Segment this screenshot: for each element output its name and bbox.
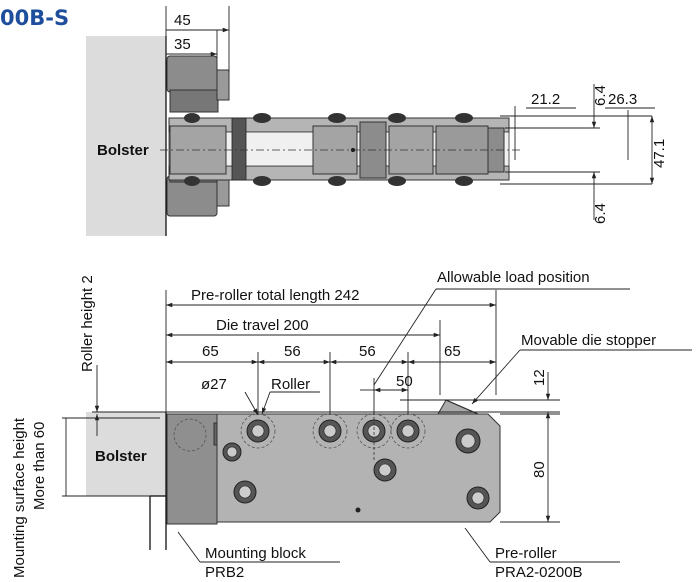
dim-65-left: 65 bbox=[202, 343, 219, 360]
product-title: 00B-S bbox=[0, 6, 70, 30]
dim-12: 12 bbox=[531, 369, 548, 386]
mounting-block-label: Mounting block bbox=[205, 545, 306, 562]
dim-6-4-top: 6.4 bbox=[592, 85, 609, 106]
mounting-block-side bbox=[166, 413, 218, 525]
rollers-side bbox=[222, 413, 490, 513]
dim-45: 45 bbox=[174, 12, 191, 29]
top-view: 45 35 21.2 6.4 26.3 47.1 6.4 bbox=[86, 6, 668, 236]
roller-label: Roller bbox=[271, 376, 310, 393]
dim-80: 80 bbox=[531, 461, 548, 478]
dim-50: 50 bbox=[396, 373, 413, 390]
bolster-label-side: Bolster bbox=[95, 448, 147, 465]
dim-56-b: 56 bbox=[359, 343, 376, 360]
mounting-height-label: Mounting surface height bbox=[11, 417, 28, 578]
mounting-height-min: More than 60 bbox=[31, 422, 48, 510]
pre-roller-model: PRA2-0200B bbox=[495, 564, 583, 581]
dim-21-2: 21.2 bbox=[531, 91, 560, 108]
movable-stopper-label: Movable die stopper bbox=[521, 332, 656, 349]
side-view bbox=[62, 288, 692, 563]
dim-26-3: 26.3 bbox=[608, 91, 637, 108]
total-length-label: Pre-roller total length 242 bbox=[191, 287, 359, 304]
pre-roller-label: Pre-roller bbox=[495, 545, 557, 562]
dim-6-4-bottom: 6.4 bbox=[592, 203, 609, 224]
bolster-block-side bbox=[86, 412, 166, 496]
allowable-load-label: Allowable load position bbox=[437, 269, 590, 286]
die-travel-label: Die travel 200 bbox=[216, 317, 309, 334]
dim-65-right: 65 bbox=[444, 343, 461, 360]
bolster-label-top: Bolster bbox=[97, 142, 149, 159]
pre-roller-body bbox=[216, 413, 501, 523]
dim-35: 35 bbox=[174, 36, 191, 53]
roller-height-label: Roller height 2 bbox=[79, 275, 96, 372]
diameter-label: ø27 bbox=[201, 376, 227, 393]
dim-56-a: 56 bbox=[284, 343, 301, 360]
dim-47-1: 47.1 bbox=[651, 139, 668, 168]
mounting-block-model: PRB2 bbox=[205, 564, 244, 581]
bolster-block-top bbox=[86, 36, 166, 236]
